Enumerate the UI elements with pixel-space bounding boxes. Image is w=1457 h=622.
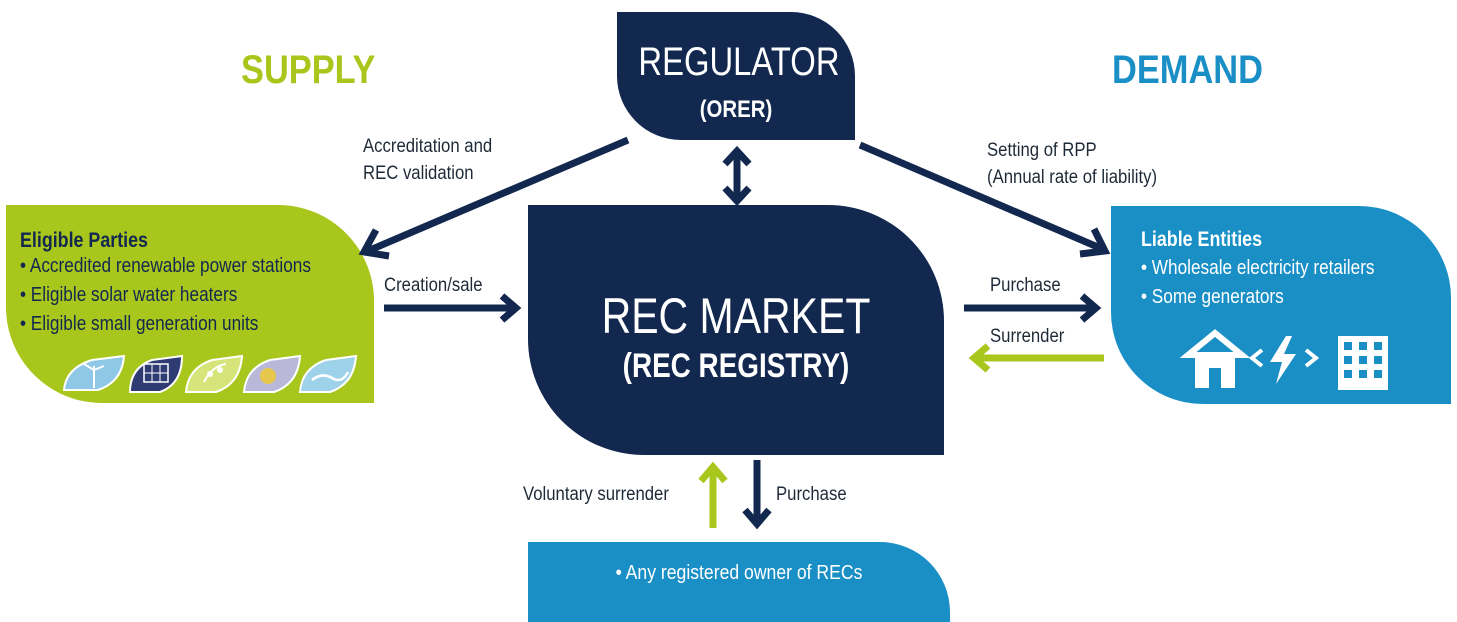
voluntary-surrender-arrow [698, 461, 728, 528]
list-item: Wholesale electricity retailers [1141, 254, 1375, 283]
rpp-label-line2: (Annual rate of liability) [987, 167, 1158, 188]
lightning-exchange-icon [1248, 336, 1320, 384]
eligible-parties-title: Eligible Parties [20, 229, 148, 252]
accreditation-label-line2: REC validation [363, 163, 474, 184]
regulator-subtitle: (ORER) [699, 96, 773, 123]
rpp-label: Setting of RPP (Annual rate of liability… [987, 137, 1157, 191]
diagram-overlay [62, 136, 1388, 530]
wind-turbine-icon [62, 354, 126, 391]
accreditation-label-line1: Accreditation and [363, 136, 493, 157]
list-item: Accredited renewable power stations [20, 252, 311, 281]
regulator-title: REGULATOR [638, 40, 840, 84]
list-item: Eligible small generation units [20, 310, 311, 339]
regulator-box: REGULATOR (ORER) [617, 12, 855, 140]
creation-sale-label: Creation/sale [384, 275, 483, 296]
office-building-icon [1338, 336, 1388, 390]
water-wave-icon [298, 354, 358, 393]
list-item: Eligible solar water heaters [20, 281, 311, 310]
voluntary-surrender-label: Voluntary surrender [523, 484, 669, 505]
purchase-bottom-label: Purchase [776, 484, 847, 505]
accreditation-arrow [358, 136, 630, 260]
liable-entities-title: Liable Entities [1141, 228, 1263, 251]
surrender-right-label: Surrender [990, 326, 1065, 347]
list-item: Some generators [1141, 283, 1375, 312]
registered-owners-item: Any registered owner of RECs [553, 562, 924, 585]
rpp-arrow [858, 141, 1111, 258]
eligible-parties-list: Accredited renewable power stations Elig… [20, 252, 311, 339]
creation-sale-arrow [384, 293, 522, 323]
surrender-right-arrow [968, 343, 1104, 373]
purchase-right-label: Purchase [990, 275, 1061, 296]
market-subtitle: (REC REGISTRY) [622, 347, 850, 385]
accreditation-label: Accreditation and REC validation [363, 133, 492, 187]
liable-entities-list: Wholesale electricity retailers Some gen… [1141, 254, 1375, 312]
regulator-market-double-arrow [722, 145, 752, 207]
rpp-label-line1: Setting of RPP [987, 140, 1097, 161]
house-icon [1179, 329, 1251, 388]
supply-heading: SUPPLY [241, 48, 376, 92]
solar-panel-icon [128, 354, 184, 393]
rec-market-box: REC MARKET (REC REGISTRY) [528, 205, 944, 455]
purchase-bottom-arrow [742, 460, 772, 530]
purchase-right-arrow [964, 293, 1102, 323]
market-title: REC MARKET [601, 288, 871, 344]
demand-heading: DEMAND [1112, 48, 1263, 92]
sun-icon [242, 354, 302, 393]
leaf-icon [184, 354, 244, 393]
